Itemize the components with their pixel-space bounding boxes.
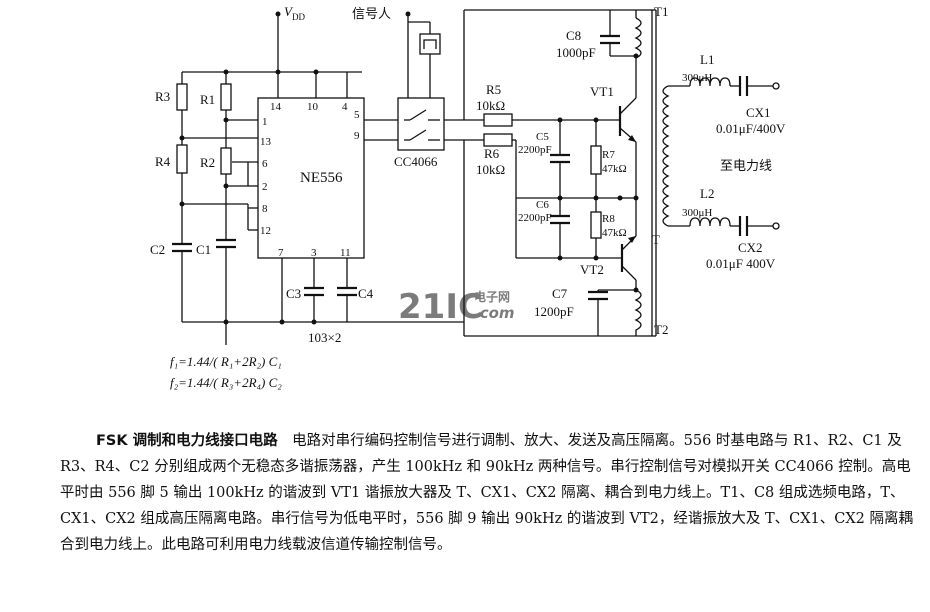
c1-label: C1 xyxy=(196,242,211,257)
pin4-label: 4 xyxy=(342,101,348,113)
vdd-subscript: DD xyxy=(292,12,305,22)
schematic-labels: VDD 信号人 NE556 CC4066 14 10 4 1 13 6 2 8 … xyxy=(150,4,786,390)
c8-label: C8 xyxy=(566,28,581,43)
r7-resistor xyxy=(590,145,602,175)
pin6-label: 6 xyxy=(262,158,268,170)
cx1-label: CX1 xyxy=(746,105,771,120)
circuit-description: FSK 调制和电力线接口电路 电路对串行编码控制信号进行调制、放大、发送及高压隔… xyxy=(60,428,915,558)
c6-label: C6 xyxy=(536,199,549,211)
c6-value: 2200pF xyxy=(518,212,552,224)
c4-label: C4 xyxy=(358,286,374,301)
c8-value: 1000pF xyxy=(556,45,596,60)
watermark-bottom: .com xyxy=(474,304,515,322)
r7-value: 47kΩ xyxy=(602,163,627,175)
c34-value-label: 103×2 xyxy=(308,330,341,345)
l2-inductor xyxy=(689,217,731,227)
l1-label: L1 xyxy=(700,52,714,67)
r6-label: R6 xyxy=(484,146,500,161)
l1-inductor xyxy=(689,77,731,87)
r3-label: R3 xyxy=(155,89,170,104)
formula-f2: f₂=1.44/( R₃+2R₄) C₂ xyxy=(170,375,282,390)
vdd-label: V xyxy=(284,4,294,19)
pin8-label: 8 xyxy=(262,203,268,215)
circuit-schematic: VDD 信号人 NE556 CC4066 14 10 4 1 13 6 2 8 … xyxy=(150,4,786,390)
c7-label: C7 xyxy=(552,286,568,301)
r8-label: R8 xyxy=(602,213,615,225)
ic-name-label: NE556 xyxy=(300,170,343,186)
pin14-label: 14 xyxy=(270,101,282,113)
l2-label: L2 xyxy=(700,186,714,201)
t1-winding xyxy=(634,17,642,70)
r3-resistor xyxy=(176,83,188,111)
ne556-chip xyxy=(257,97,365,259)
cx1-value: 0.01μF/400V xyxy=(716,121,786,136)
pin1-label: 1 xyxy=(262,116,268,128)
t-label: T xyxy=(652,232,660,247)
r6-value: 10kΩ xyxy=(476,162,505,177)
watermark-main: 21IC xyxy=(398,287,483,327)
vt2-transistor xyxy=(620,195,639,290)
pin13-label: 13 xyxy=(260,136,272,148)
r5-label: R5 xyxy=(486,82,501,97)
cx2-value: 0.01μF 400V xyxy=(706,256,776,271)
r6-resistor xyxy=(483,133,513,147)
c2-label: C2 xyxy=(150,242,165,257)
l1-value: 300μH xyxy=(682,72,712,84)
c3-label: C3 xyxy=(286,286,301,301)
description-body: 电路对串行编码控制信号进行调制、放大、发送及高压隔离。556 时基电路与 R1、… xyxy=(60,433,914,553)
pin5-label: 5 xyxy=(354,109,360,121)
r8-resistor xyxy=(590,211,602,239)
r4-label: R4 xyxy=(155,154,171,169)
pin12-label: 12 xyxy=(260,225,271,237)
vt1-label: VT1 xyxy=(590,84,614,99)
r1-resistor xyxy=(220,83,232,111)
cc4066-switch xyxy=(397,11,445,151)
t2-label: T2 xyxy=(654,322,668,337)
r5-value: 10kΩ xyxy=(476,98,505,113)
l2-value: 300μH xyxy=(682,207,712,219)
oscillator-section xyxy=(172,11,464,345)
c5-label: C5 xyxy=(536,131,549,143)
r2-label: R2 xyxy=(200,155,215,170)
r8-value: 47kΩ xyxy=(602,227,627,239)
svg-text:VDD: VDD xyxy=(284,4,305,22)
to-powerline-label: 至电力线 xyxy=(720,159,772,174)
t2-winding xyxy=(634,289,642,336)
pin11-label: 11 xyxy=(340,247,351,259)
r2-resistor xyxy=(220,147,232,175)
cx2-label: CX2 xyxy=(738,240,763,255)
pin7-label: 7 xyxy=(278,247,284,259)
t1-label: T1 xyxy=(654,4,668,19)
vt1-transistor xyxy=(618,70,637,199)
pin10-label: 10 xyxy=(307,101,319,113)
c7-value: 1200pF xyxy=(534,304,574,319)
r7-label: R7 xyxy=(602,149,615,161)
formula-f1: f₁=1.44/( R₁+2R₂) C₁ xyxy=(170,354,282,369)
r4-resistor xyxy=(176,144,188,174)
description-title: FSK 调制和电力线接口电路 xyxy=(96,433,278,449)
pin2-label: 2 xyxy=(262,181,268,193)
watermark-top: 电子网 xyxy=(474,289,510,304)
signal-input-label: 信号人 xyxy=(352,7,391,22)
watermark-logo: 21IC 电子网 .com xyxy=(398,287,515,327)
r5-resistor xyxy=(483,113,513,127)
t-secondary-winding xyxy=(662,85,670,227)
switch-name-label: CC4066 xyxy=(394,154,438,169)
amplifier-section xyxy=(444,9,780,337)
vt2-label: VT2 xyxy=(580,262,604,277)
c5-value: 2200pF xyxy=(518,144,552,156)
r1-label: R1 xyxy=(200,92,215,107)
pin9-label: 9 xyxy=(354,130,360,142)
pin3-label: 3 xyxy=(311,247,317,259)
